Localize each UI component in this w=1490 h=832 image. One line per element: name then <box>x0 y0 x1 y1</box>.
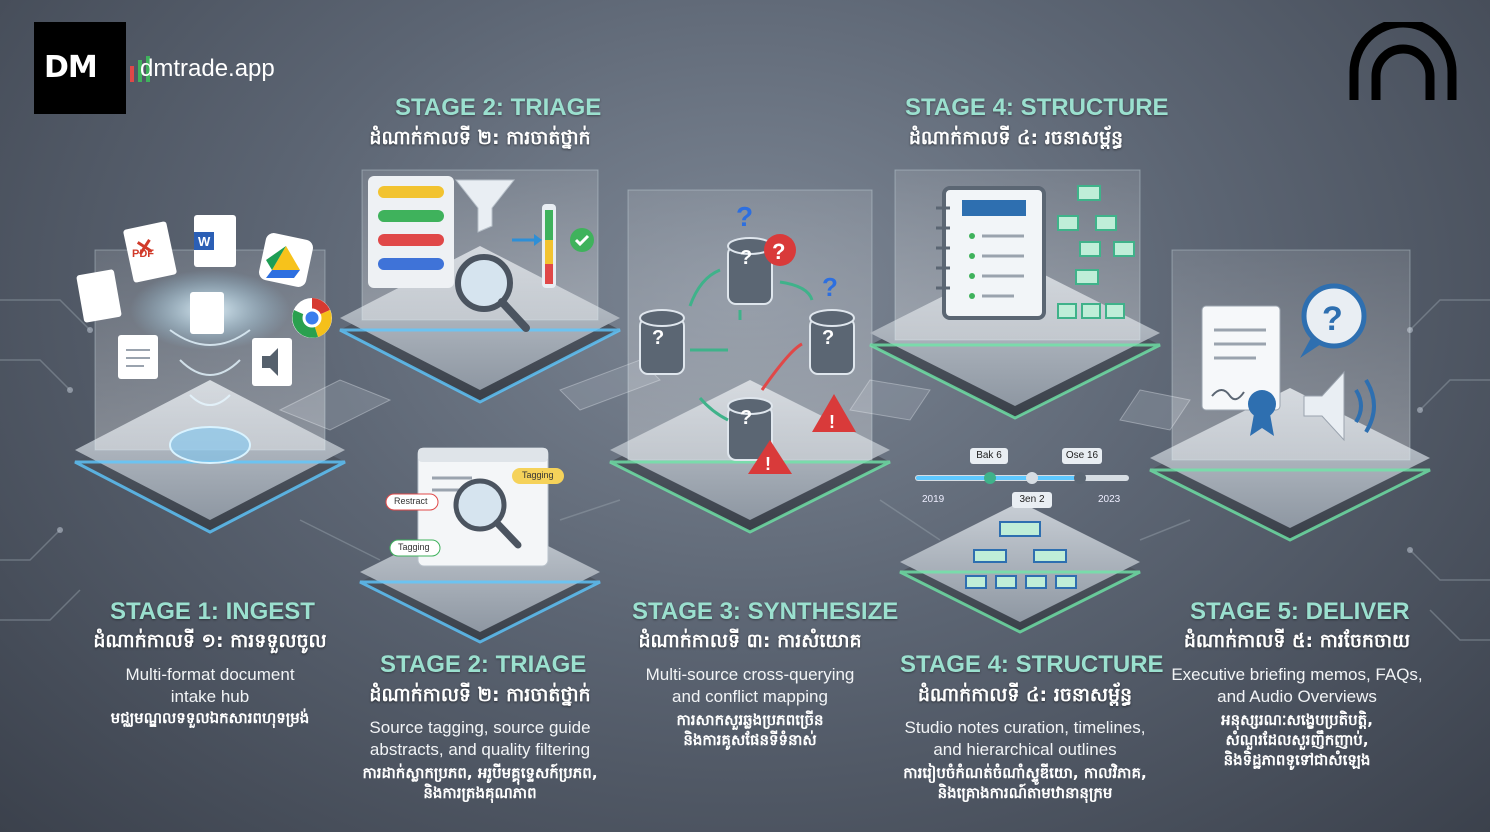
stage3-description-km: ការសាកសួរឆ្លងប្រភពច្រើន និងការគូសផែនទីទំ… <box>676 711 824 749</box>
hierarchy-icon <box>965 521 1077 589</box>
flow-arrows <box>688 268 814 422</box>
stage5-title: STAGE 5: DELIVER <box>1190 598 1410 625</box>
pdf-label: PDF <box>132 248 154 260</box>
tag-label: Tagging <box>522 470 554 480</box>
stage4-top-title: STAGE 4: STRUCTURE <box>905 94 1169 121</box>
speaker-icon <box>1303 370 1376 442</box>
stage4-lower-platform <box>899 502 1141 634</box>
word-icon <box>194 215 236 267</box>
svg-text:?: ? <box>772 239 785 264</box>
speech-bubble-question-icon: ? <box>1300 283 1367 358</box>
doc-lines <box>126 349 150 367</box>
notebook-icon <box>936 186 1046 320</box>
stage4-description: Studio notes curation, timelines, and hi… <box>904 718 1146 759</box>
stage4-subtitle: ដំណាក់កាលទី ៤: រចនាសម្ព័ន្ធ <box>917 684 1133 706</box>
conflict-question-icon: ? <box>764 234 796 266</box>
stage1-title: STAGE 1: INGEST <box>110 598 315 625</box>
stage5-subtitle: ដំណាក់កាលទី ៥: ការចែកចាយ <box>1183 630 1411 652</box>
svg-text:?: ? <box>822 272 838 302</box>
warning-marks: !! <box>765 412 835 474</box>
memo-document-icon <box>1201 305 1281 411</box>
brand-url[interactable]: dmtrade.app <box>140 55 275 82</box>
timeline-year-end: 2023 <box>1098 494 1121 505</box>
award-ribbon-icon <box>1248 390 1276 436</box>
stage3-description: Multi-source cross-querying and conflict… <box>645 665 855 706</box>
stage2-description-km: ការដាក់ស្លាកប្រភព, អរូបីមគ្គុទ្ទេសក៍ប្រភ… <box>362 764 598 802</box>
stage2-top-title: STAGE 2: TRIAGE <box>395 94 602 121</box>
circuit-traces <box>0 299 1490 641</box>
stage5-platform <box>1149 249 1431 542</box>
funnel-icon <box>454 179 516 233</box>
database-icons <box>639 237 855 461</box>
pdf-icon <box>123 221 177 283</box>
tag-label: Tagging <box>398 542 430 552</box>
org-chart-icon <box>1057 185 1135 319</box>
google-drive-icon <box>259 233 313 287</box>
svg-text:?: ? <box>822 327 834 349</box>
stage4-description-km: ការរៀបចំកំណត់ចំណាំស្ទូឌីយោ, កាលវិភាគ, និ… <box>903 764 1147 802</box>
brand-logo-text: DM <box>44 50 98 85</box>
stage4-top-subtitle: ដំណាក់កាលទី ៤: រចនាសម្ព័ន្ធ <box>908 127 1124 149</box>
stage4-title: STAGE 4: STRUCTURE <box>900 651 1164 678</box>
chrome-icon <box>292 298 332 338</box>
svg-text:?: ? <box>736 201 753 232</box>
timeline-label: Ose 16 <box>1065 450 1099 461</box>
stage2-title: STAGE 2: TRIAGE <box>380 651 587 678</box>
magnifier-icon <box>455 254 530 332</box>
timeline-label: 3en 2 <box>1019 494 1045 505</box>
timeline-bar <box>915 448 1129 508</box>
stage2-subtitle: ដំណាក់កាលទី ២: ការចាត់ថ្នាក់ <box>369 684 591 706</box>
question-icons: ? ? ? ? ? ? <box>652 201 838 429</box>
stage2-description: Source tagging, source guide abstracts, … <box>369 718 591 759</box>
warning-icons <box>748 394 856 474</box>
list-panel-icon <box>368 176 454 288</box>
svg-text:?: ? <box>652 327 664 349</box>
tag-label: Restract <box>394 496 428 506</box>
stage2-top-subtitle: ដំណាក់កាលទី ២: ការចាត់ថ្នាក់ <box>369 127 591 149</box>
conflict-arrow <box>760 342 803 391</box>
svg-text:?: ? <box>740 247 752 269</box>
stage3-subtitle: ដំណាក់កាលទី ៣: ការសំយោគ <box>638 630 862 652</box>
tag-pills <box>385 468 564 557</box>
stage1-description: Multi-format document intake hub <box>125 665 295 706</box>
brand-chart-icon <box>130 56 150 82</box>
svg-text:!: ! <box>765 454 771 474</box>
audio-file-icon <box>252 338 292 386</box>
svg-text:?: ? <box>1322 300 1343 338</box>
brand-logo: DM <box>34 22 150 114</box>
stage1-description-km: មជ្ឈមណ្ឌលទទួលឯកសារពហុទម្រង់ <box>110 709 310 727</box>
stage5-description-km: អនុស្សរណៈសង្ខេបប្រតិបត្តិ, សំណួរដែលសួរញឹ… <box>1221 711 1373 769</box>
corner-arc-logo-icon <box>1349 22 1457 100</box>
word-label: W <box>198 234 211 249</box>
stage3-title: STAGE 3: SYNTHESIZE <box>632 598 899 625</box>
svg-text:?: ? <box>740 407 752 429</box>
timeline-label: Bak 6 <box>976 450 1002 461</box>
svg-text:!: ! <box>829 412 835 432</box>
check-icon <box>570 228 594 252</box>
quality-gauge-icon <box>512 204 556 288</box>
stage5-description: Executive briefing memos, FAQs, and Audi… <box>1171 665 1423 706</box>
stage1-subtitle: ដំណាក់កាលទី ១: ការទទួលចូល <box>93 630 327 652</box>
timeline-year-start: 2019 <box>922 494 945 505</box>
document-icon <box>76 269 224 379</box>
